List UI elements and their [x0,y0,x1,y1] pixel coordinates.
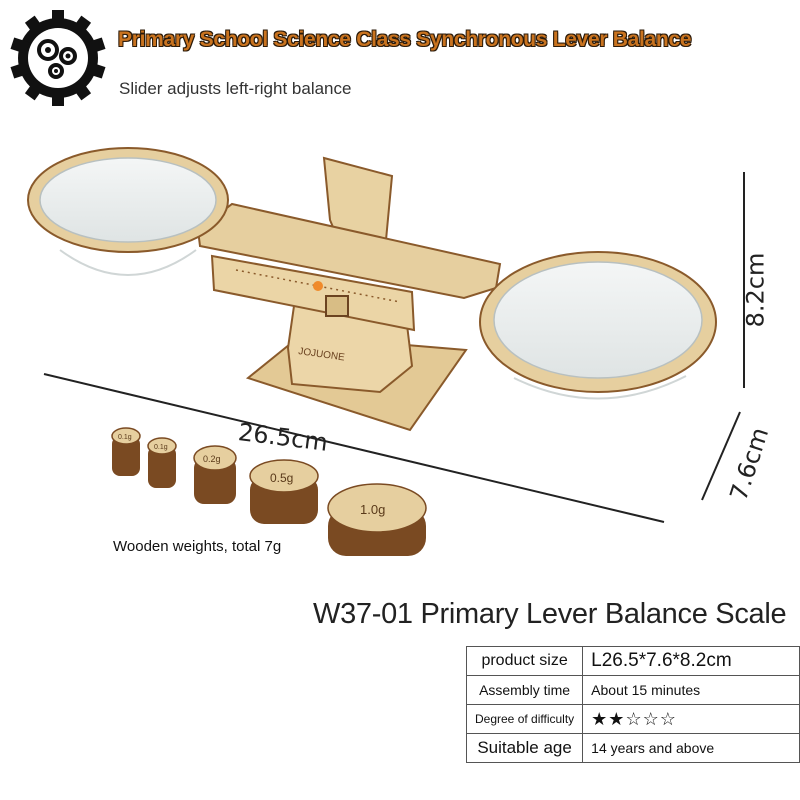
page-title: Primary School Science Class Synchronous… [118,28,692,51]
svg-text:0.1g: 0.1g [118,434,132,441]
product-name: W37-01 Primary Lever Balance Scale [313,598,787,630]
page-subtitle: Slider adjusts left-right balance [119,79,352,98]
weight-stack: 0.1g [111,427,141,476]
slider-rail [210,254,416,332]
star-rating-icon: ★★☆☆☆ [591,708,677,729]
spec-row: Degree of difficulty ★★☆☆☆ [465,704,800,734]
spec-value: 14 years and above [582,733,800,763]
svg-text:0.2g: 0.2g [203,454,221,464]
spec-table: product size L26.5*7.6*8.2cm Assembly ti… [465,646,800,763]
spec-row: product size L26.5*7.6*8.2cm [465,646,800,676]
spec-value: L26.5*7.6*8.2cm [582,646,800,676]
spec-key: Degree of difficulty [465,704,584,734]
wooden-weights: 0.1g 0.1g 0.2g 0.5g 1.0g [111,427,427,556]
weight-stack: 0.2g [193,445,237,504]
gears-logo-icon [10,10,106,106]
length-dimension-line [43,373,665,523]
spec-key: product size [465,646,584,676]
width-dimension-line [701,411,741,501]
spec-key: Suitable age [465,733,584,763]
spec-row: Assembly time About 15 minutes [465,675,800,705]
spec-value: About 15 minutes [582,675,800,705]
slider-knob [313,281,323,291]
spec-row: Suitable age 14 years and above [465,733,800,763]
svg-text:1.0g: 1.0g [360,502,385,517]
difficulty-rating: ★★☆☆☆ [582,704,800,734]
svg-text:0.5g: 0.5g [270,471,293,485]
weight-stack: 0.5g [249,459,319,524]
weight-stack: 0.1g [147,437,177,488]
weights-caption: Wooden weights, total 7g [113,538,282,555]
height-dimension-label: 8.2cm [741,252,770,328]
weight-stack: 1.0g [327,483,427,556]
svg-text:0.1g: 0.1g [154,444,168,451]
spec-key: Assembly time [465,675,584,705]
